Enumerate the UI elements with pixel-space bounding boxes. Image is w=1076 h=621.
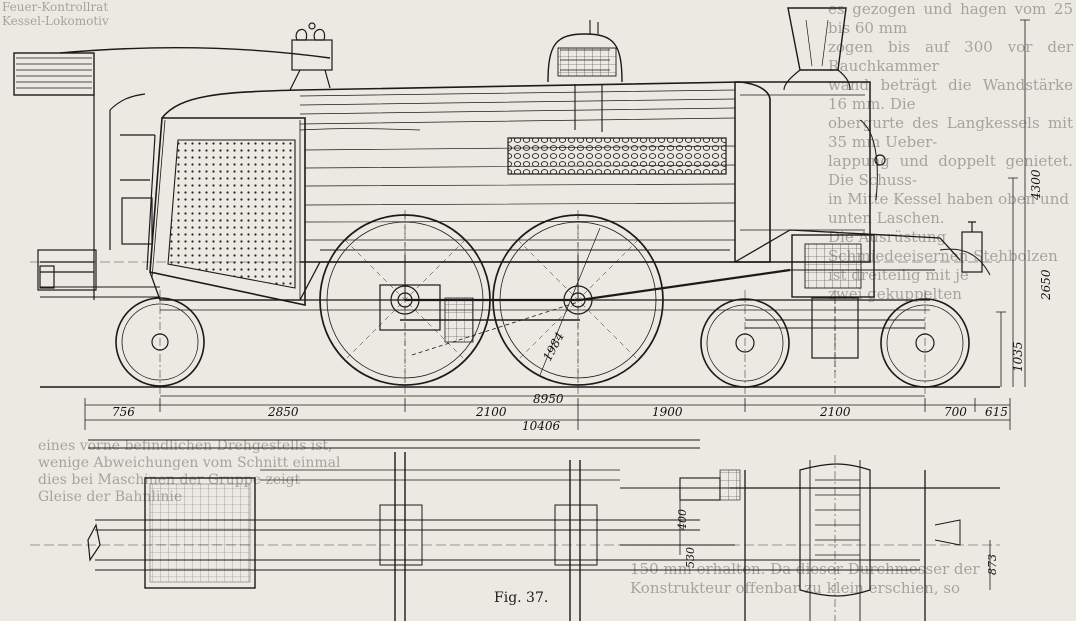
cylinders (784, 221, 991, 298)
dim-1900: 1900 (652, 405, 683, 419)
safety-valves (289, 22, 333, 91)
dim-height-boiler-axis: 2650 (1039, 269, 1053, 301)
dim-plan-400: 400 (676, 509, 689, 531)
bleed-through-text-bottom-left: eines vorne befindlichen Drehgestells is… (38, 438, 341, 505)
bleed-through-text-bottom-right: 150 mm erhalten. Da dieser Durchmesser d… (630, 560, 980, 597)
steam-dome (547, 20, 623, 132)
dim-2100-a: 2100 (475, 405, 507, 419)
dim-plan-873: 873 (986, 554, 999, 575)
motion-gear (379, 255, 791, 356)
dim-height-total: 4300 (1029, 169, 1043, 201)
dim-756: 756 (112, 405, 135, 419)
cab (13, 47, 331, 300)
dim-700: 700 (944, 405, 967, 419)
figure-caption: Fig. 37. (494, 590, 549, 606)
dimension-lines (84, 395, 1011, 430)
firebox (146, 117, 306, 306)
dim-wheelbase: 8950 (533, 392, 564, 406)
dim-615: 615 (985, 405, 1008, 419)
side-elevation-view (13, 7, 1030, 395)
dim-wheel-diameter: 1984 (540, 330, 567, 364)
chimney (783, 7, 851, 91)
plan-dimension-labels: 400 530 873 (676, 509, 999, 575)
bleed-through-text-top-left: Feuer-Kontrollrat Kessel-Lokomotiv (2, 0, 109, 28)
plan-view (30, 439, 1000, 621)
dim-height-running-board: 1035 (1011, 341, 1025, 372)
dimension-labels: 756 2850 2100 1900 2100 700 615 8950 104… (112, 169, 1053, 433)
dim-2100-b: 2100 (819, 405, 851, 419)
dim-overall-length: 10406 (522, 419, 561, 433)
dim-plan-530: 530 (684, 547, 697, 568)
dim-2850: 2850 (267, 405, 299, 419)
